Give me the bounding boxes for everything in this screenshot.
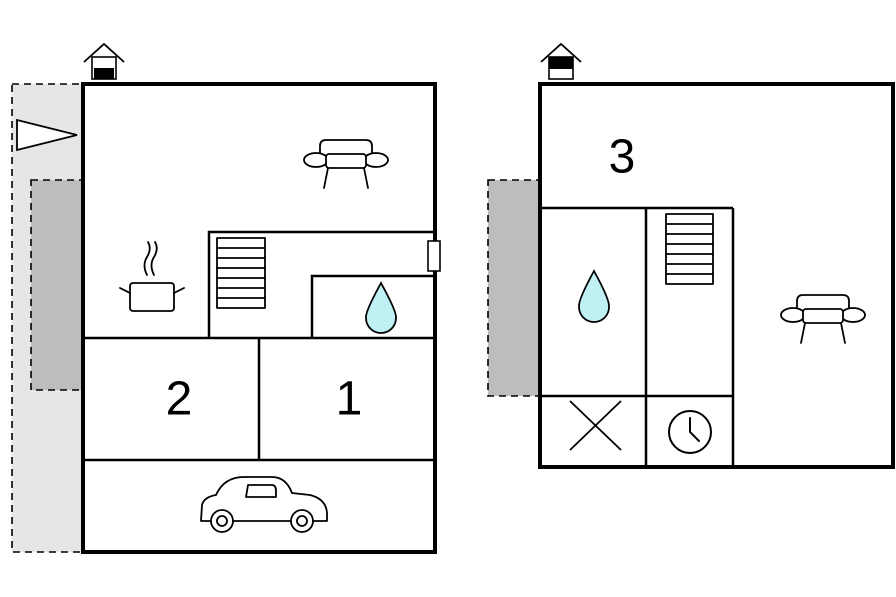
entrance-icon	[83, 42, 125, 80]
room-label-1: 1	[336, 373, 363, 426]
floor-upper: 3	[487, 42, 895, 469]
room-label-3: 3	[609, 131, 636, 184]
wall	[207, 230, 435, 338]
direction-arrow-icon	[16, 118, 78, 152]
terrace-area	[487, 179, 540, 397]
floor-ground: 2 1	[11, 42, 441, 554]
water-drop-icon	[365, 281, 397, 334]
terrace-area	[30, 179, 83, 391]
entrance-icon	[540, 42, 582, 80]
sofa-icon	[780, 294, 866, 344]
stairs-icon	[216, 237, 266, 309]
window	[427, 240, 441, 272]
cooking-pot-icon	[119, 241, 185, 312]
floor-upper-outline	[538, 82, 895, 469]
stairs-icon	[665, 213, 714, 285]
room-label-2: 2	[166, 373, 193, 426]
x-icon	[569, 400, 622, 451]
floor-ground-outline	[81, 82, 437, 554]
clock-icon	[668, 410, 712, 454]
water-drop-icon	[578, 269, 610, 323]
car-icon	[200, 476, 328, 533]
wall	[310, 274, 435, 338]
sofa-icon	[303, 139, 389, 189]
